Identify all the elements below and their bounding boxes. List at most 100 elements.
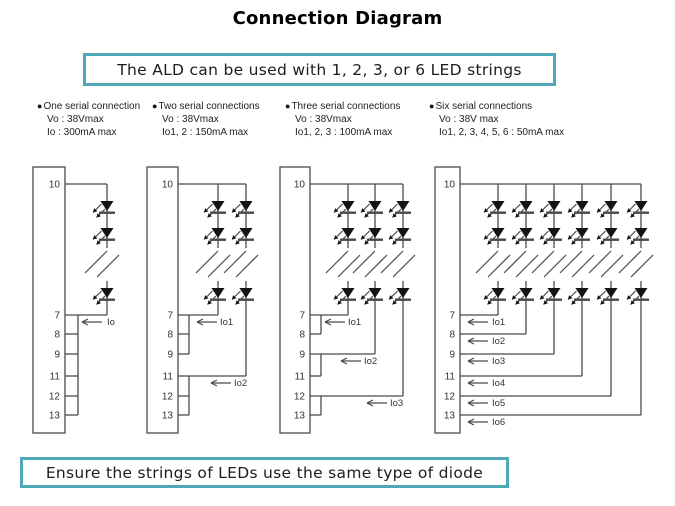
led-emission-arrowhead	[96, 213, 101, 218]
led-icon	[547, 228, 561, 238]
current-arrowhead	[210, 379, 218, 384]
bottom-note-text: Ensure the strings of LEDs use the same …	[45, 463, 484, 482]
led-icon	[519, 228, 533, 238]
current-arrowhead	[196, 318, 204, 323]
current-label: Io5	[492, 398, 505, 409]
led-icon	[604, 201, 618, 211]
ic-body	[279, 166, 311, 434]
led-icon	[239, 288, 253, 298]
pin-label: 12	[294, 392, 306, 403]
current-label: Io6	[492, 417, 505, 428]
led-emission-arrowhead	[204, 295, 209, 300]
led-emission-arrowhead	[597, 235, 602, 240]
current-label: Io1	[348, 317, 361, 328]
led-emission-arrowhead	[627, 295, 632, 300]
break-slash	[559, 250, 583, 274]
current-arrowhead	[467, 402, 475, 407]
led-emission-arrowhead	[543, 213, 548, 218]
pin-label: 8	[299, 330, 305, 341]
pin-label: 10	[162, 180, 174, 191]
led-emission-arrowhead	[364, 213, 369, 218]
pin-label: 8	[167, 330, 173, 341]
led-emission-arrowhead	[337, 240, 342, 245]
pin-label: 11	[50, 372, 61, 383]
led-emission-arrowhead	[630, 240, 635, 245]
led-emission-arrowhead	[235, 240, 240, 245]
vo-rating: Vo : 38V max	[439, 114, 499, 125]
current-arrowhead	[81, 318, 89, 323]
pin-label: 13	[294, 411, 306, 422]
pin-label: 11	[445, 372, 456, 383]
led-emission-arrowhead	[597, 295, 602, 300]
led-emission-arrowhead	[232, 208, 237, 213]
led-emission-arrowhead	[96, 300, 101, 305]
break-slash	[380, 250, 404, 274]
break-slash	[96, 254, 120, 278]
diagram-header-six-serial: ● Six serial connections Vo : 38V max Io…	[429, 100, 564, 139]
pin-label: 12	[444, 392, 456, 403]
ic-body	[32, 166, 66, 434]
current-arrowhead	[467, 357, 475, 362]
current-arrowhead	[467, 321, 475, 326]
led-emission-arrowhead	[568, 208, 573, 213]
pin-label: 9	[299, 350, 305, 361]
current-arrowhead	[467, 418, 475, 423]
led-emission-arrowhead	[334, 208, 339, 213]
current-label: Io1	[220, 317, 233, 328]
led-emission-arrowhead	[93, 208, 98, 213]
led-emission-arrowhead	[515, 213, 520, 218]
led-emission-arrowhead	[361, 235, 366, 240]
current-arrowhead	[467, 318, 475, 323]
led-emission-arrowhead	[204, 235, 209, 240]
pin-label: 8	[54, 330, 60, 341]
led-emission-arrowhead	[568, 235, 573, 240]
led-emission-arrowhead	[389, 208, 394, 213]
pin-label: 9	[167, 350, 173, 361]
diagram-heading: Two serial connections	[158, 101, 260, 112]
pin-label: 7	[167, 311, 173, 322]
led-icon	[100, 288, 114, 298]
break-slash	[325, 250, 349, 274]
led-emission-arrowhead	[487, 213, 492, 218]
led-icon	[396, 201, 410, 211]
led-icon	[575, 228, 589, 238]
pin-label: 10	[49, 180, 61, 191]
led-icon	[341, 228, 355, 238]
current-arrowhead	[210, 382, 218, 387]
led-emission-arrowhead	[512, 295, 517, 300]
led-emission-arrowhead	[337, 213, 342, 218]
pin-label: 9	[449, 350, 455, 361]
break-slash	[84, 250, 108, 274]
current-arrowhead	[196, 321, 204, 326]
pin-label: 7	[449, 311, 455, 322]
break-slash	[235, 254, 259, 278]
led-emission-arrowhead	[540, 235, 545, 240]
current-arrowhead	[324, 318, 332, 323]
led-emission-arrowhead	[392, 240, 397, 245]
current-label: Io2	[492, 336, 505, 347]
pin-label: 9	[54, 350, 60, 361]
led-emission-arrowhead	[392, 213, 397, 218]
led-icon	[491, 228, 505, 238]
pin-label: 13	[162, 411, 174, 422]
break-slash	[571, 254, 595, 278]
break-slash	[475, 250, 499, 274]
led-emission-arrowhead	[571, 240, 576, 245]
led-emission-arrowhead	[361, 295, 366, 300]
current-label: Io2	[234, 378, 247, 389]
led-icon	[341, 201, 355, 211]
led-icon	[634, 201, 648, 211]
led-icon	[396, 288, 410, 298]
vo-rating: Vo : 38Vmax	[162, 114, 219, 125]
led-emission-arrowhead	[571, 213, 576, 218]
led-icon	[519, 201, 533, 211]
io-rating: Io1, 2, 3, 4, 5, 6 : 50mA max	[439, 127, 565, 138]
io-rating: Io1, 2, 3 : 100mA max	[295, 127, 393, 138]
led-icon	[604, 288, 618, 298]
io-rating: Io1, 2 : 150mA max	[162, 127, 249, 138]
break-slash	[630, 254, 654, 278]
led-emission-arrowhead	[232, 295, 237, 300]
